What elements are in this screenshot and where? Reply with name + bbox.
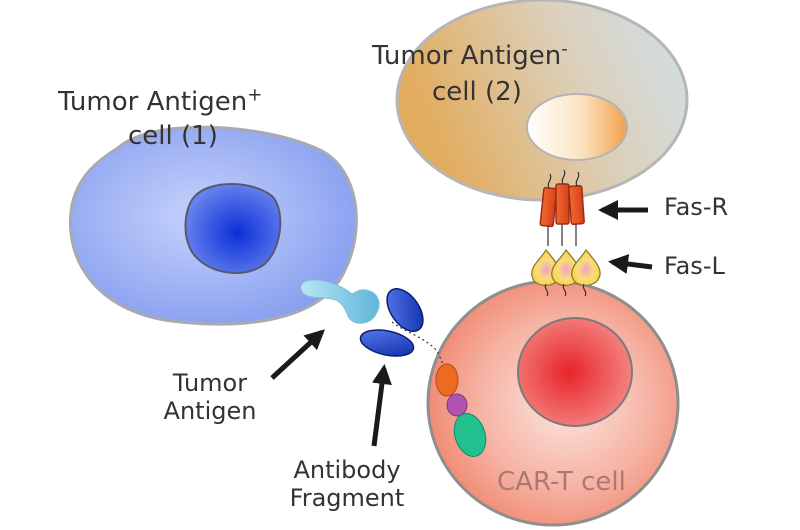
label-tumor-neg-line1: Tumor Antigen [372,41,562,71]
label-tumor-antigen: Tumor Antigen [150,369,270,425]
label-tumor-neg-cell-number: cell (2) [432,77,522,107]
label-tumor-pos-cell-number: cell (1) [128,121,218,151]
antibody-linker [391,321,445,367]
label-fas-l: Fas-L [664,252,725,280]
tumor-antigen-positive-cell [69,125,358,326]
label-fas-r: Fas-R [664,193,729,221]
label-tumor-antigen-line2: Antigen [163,396,257,425]
car-domain-orange [435,363,459,397]
antibody-fragment-heavy [386,288,424,332]
fas-l-ligand [531,248,601,297]
tumor-positive-nucleus [184,183,282,274]
label-tumor-pos-line1: Tumor Antigen [58,87,248,117]
fas-r-receptor [539,169,585,246]
car-t-nucleus [517,317,633,427]
label-tumor-neg-sign: - [561,38,568,60]
arrow-fas-l [608,254,653,274]
label-antibody-line2: Fragment [289,483,405,512]
arrow-antibody-fragment [371,364,392,447]
car-t-cell [426,279,680,527]
arrows [270,200,653,447]
label-antibody-fragment: Antibody Fragment [280,456,414,512]
car-receptor [435,363,487,457]
tumor-antigen-negative-cell [395,0,689,202]
antibody-fragment [359,288,445,367]
car-domain-purple [446,393,468,417]
label-tumor-antigen-line1: Tumor [172,369,248,397]
label-antibody-line1: Antibody [293,456,401,484]
car-domain-green [453,413,487,457]
antibody-fragment-light [359,329,415,357]
label-tumor-antigen-negative: Tumor Antigen- [372,40,568,72]
label-tumor-pos-sign: + [247,84,263,106]
tumor-negative-nucleus [526,93,628,161]
arrow-tumor-antigen [270,329,325,380]
label-car-t-cell: CAR-T cell [497,467,626,497]
tumor-antigen-molecule [300,279,380,324]
label-tumor-antigen-positive: Tumor Antigen+ [58,86,262,118]
